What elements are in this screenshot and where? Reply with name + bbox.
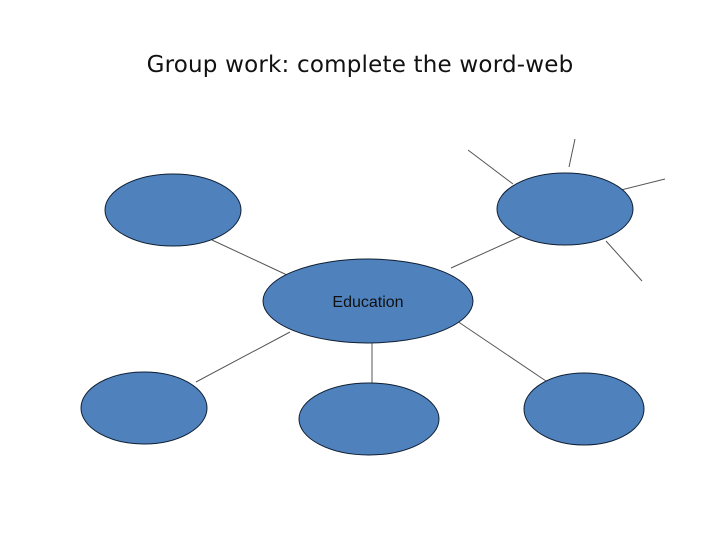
node-bottom-middle <box>298 382 440 456</box>
connector-center-top-right <box>450 235 523 269</box>
node-top-left <box>104 173 242 247</box>
spoke-top-right-right <box>620 178 666 191</box>
slide-title: Group work: complete the word-web <box>146 52 574 78</box>
node-bottom-left <box>80 371 208 445</box>
connector-center-bottom-right <box>456 320 547 382</box>
node-top-right <box>496 172 634 246</box>
node-bottom-right <box>523 372 645 446</box>
connector-center-bottom-left <box>195 331 291 383</box>
spoke-top-right-lower-right <box>605 240 643 282</box>
center-node-label: Education <box>332 294 403 311</box>
spoke-top-right-upper-left <box>467 149 514 185</box>
connector-center-top-left <box>211 239 288 276</box>
node-center <box>262 258 474 344</box>
spoke-top-right-top <box>568 138 576 168</box>
